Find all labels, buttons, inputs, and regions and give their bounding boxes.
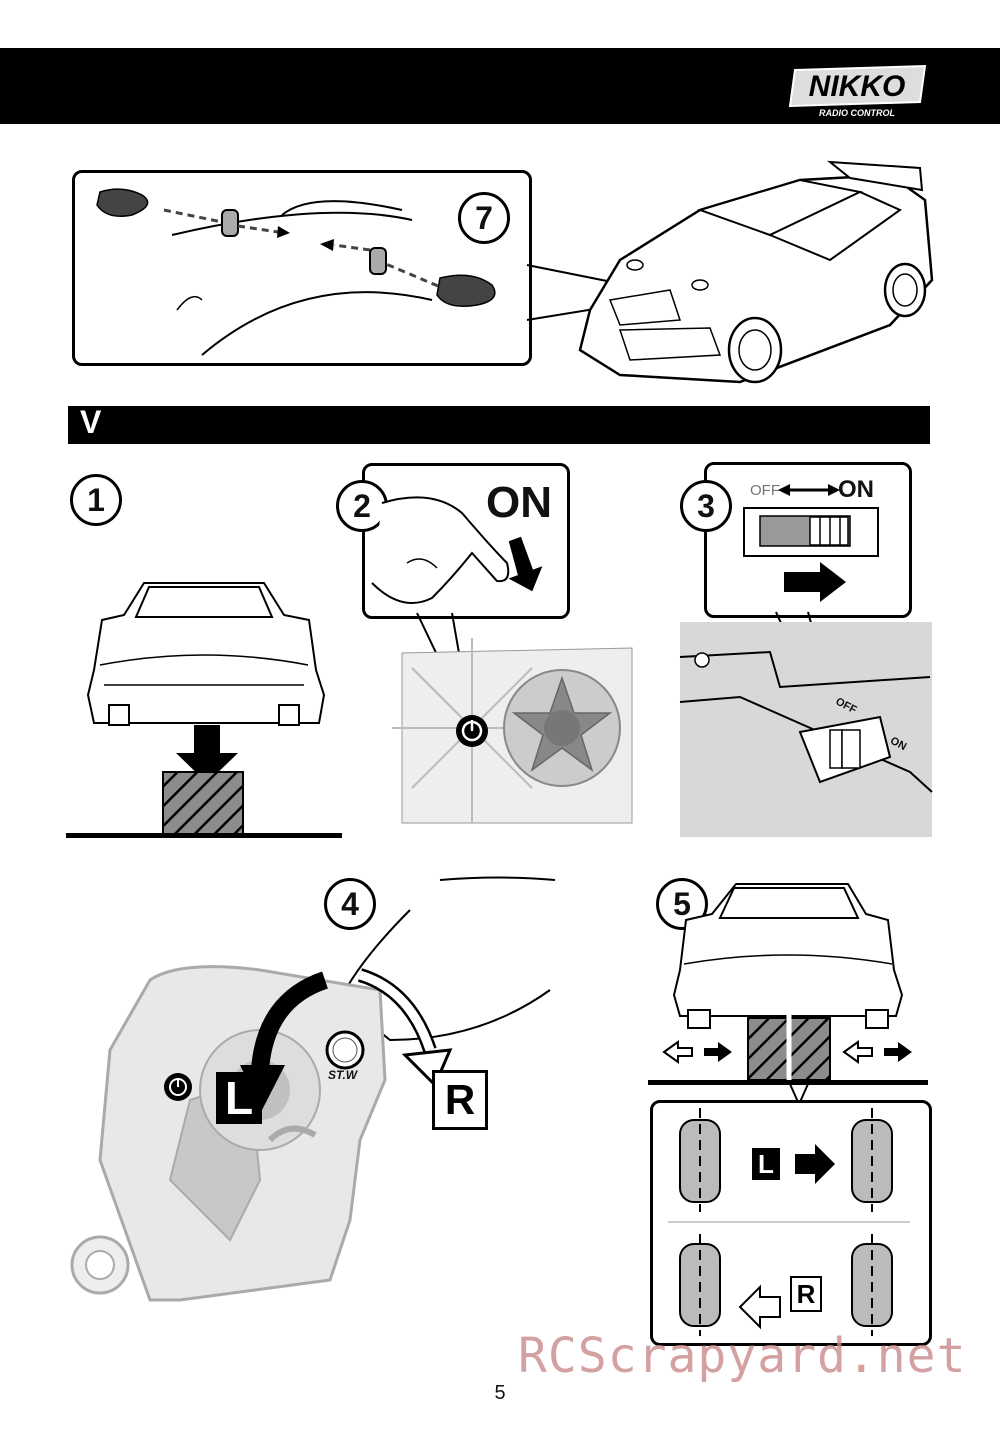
step-number-4: 4 [324, 878, 376, 930]
step2-finger-press [371, 496, 633, 824]
step1-stand-block [66, 771, 342, 838]
logo-subtext: RADIO CONTROL [819, 108, 895, 118]
on-label: ON [486, 478, 552, 527]
step5-car-on-stand [648, 883, 928, 1085]
section-bar [68, 406, 930, 444]
left-box-small: L [752, 1148, 780, 1180]
step-number-3: 3 [680, 480, 732, 532]
watermark: RCScrapyard.net [518, 1328, 967, 1384]
step7-detail-panel [72, 170, 532, 366]
step-number-7: 7 [458, 192, 510, 244]
rally-car-illustration [578, 160, 934, 384]
step4-remote-control [70, 876, 556, 1302]
switch-off-label: OFF [750, 482, 780, 499]
nikko-logo: NIKKO RADIO CONTROL [788, 64, 927, 118]
steering-knob-label: ST.W [328, 1068, 358, 1082]
step7-detail-drawing [96, 188, 663, 356]
step1-car-on-stand [86, 582, 326, 783]
section-label: V [80, 404, 102, 440]
logo-text: NIKKO [809, 70, 906, 103]
step-number-5: 5 [656, 878, 708, 930]
left-box: L [216, 1072, 262, 1124]
switch-on-label: ON [838, 476, 874, 503]
step-number-2: 2 [336, 480, 388, 532]
right-box: R [432, 1070, 488, 1130]
step3-switch-drawing [679, 484, 933, 837]
step-number-1: 1 [70, 474, 122, 526]
step5-wheels-drawing [668, 1083, 910, 1336]
right-box-small: R [790, 1276, 822, 1312]
page-number: 5 [494, 1382, 506, 1404]
